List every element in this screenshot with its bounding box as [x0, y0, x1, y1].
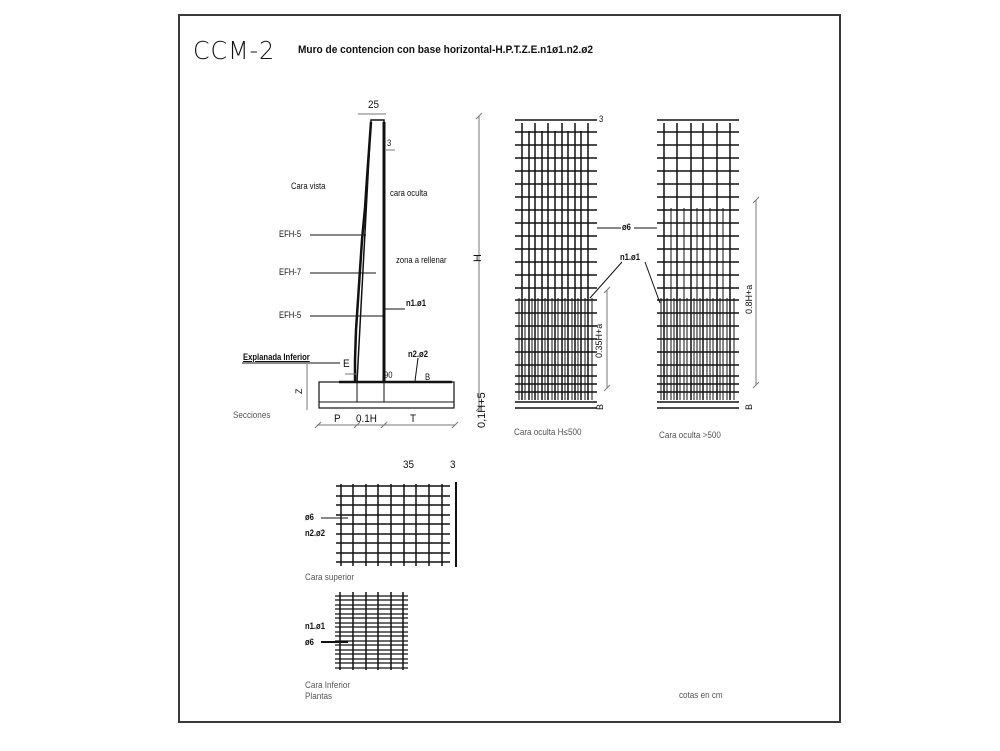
dim-top-cover: 3 [599, 114, 604, 124]
dim-B-right: B [744, 403, 754, 410]
label-phi6-bottom: ø6 [305, 637, 314, 647]
plan-top-grid [321, 482, 457, 567]
dim-B-left: B [595, 403, 605, 410]
label-face-hidden: cara oculta [390, 188, 428, 198]
dim-P: P [334, 413, 341, 425]
label-n1-elevation: n1.ø1 [620, 252, 640, 262]
label-efh-3: EFH-5 [279, 310, 302, 320]
label-phi6-elevation: ø6 [622, 222, 631, 232]
label-grade: Explanada Inferior [243, 352, 310, 362]
label-bar-n1: n1.ø1 [406, 298, 426, 308]
dim-01H5: 0,1H+5 [476, 392, 488, 428]
label-bar-n2: n2.ø2 [408, 349, 428, 359]
wall-section [242, 119, 455, 409]
label-n2-top: n2.ø2 [305, 528, 325, 538]
dim-3-plan: 3 [450, 459, 456, 471]
caption-plants: Plantas [305, 691, 333, 701]
plan-bottom-grid [321, 592, 408, 670]
label-face-visible: Cara vista [291, 181, 326, 191]
dim-H: H [472, 254, 484, 262]
elevation-dimension-lines [603, 196, 760, 392]
drawing-title: Muro de contencion con base horizontal-H… [298, 44, 594, 56]
caption-sections: Secciones [233, 410, 271, 420]
dim-35: 35 [403, 459, 415, 471]
section-dimension-lines [306, 112, 483, 429]
caption-elevation-right: Cara oculta >500 [659, 430, 721, 440]
label-phi6-top: ø6 [305, 512, 314, 522]
dim-035H: 0.35H+a [594, 323, 604, 358]
label-n1-bottom: n1.ø1 [305, 621, 325, 631]
label-efh-1: EFH-5 [279, 229, 302, 239]
dim-B-section: B [425, 372, 431, 382]
dim-top-width: 25 [368, 99, 380, 111]
label-fill-zone: zona a rellenar [396, 255, 447, 265]
label-efh-2: EFH-7 [279, 267, 302, 277]
dim-90: 90 [384, 370, 393, 380]
dim-Z: Z [294, 388, 304, 395]
dim-01H: 0.1H [356, 413, 377, 425]
dim-T: T [410, 413, 417, 425]
caption-plan-bottom: Cara Inferior [305, 680, 351, 690]
dim-08H: 0.8H+a [744, 284, 754, 314]
elevation-right-grid [634, 119, 739, 409]
units-note: cotas en cm [679, 690, 723, 700]
dim-E: E [343, 358, 350, 370]
caption-elevation-left: Cara oculta H≤500 [514, 427, 582, 437]
elevation-left-grid [515, 119, 623, 409]
dim-cover: 3 [387, 138, 392, 148]
drawing-code: CCM-2 [193, 36, 276, 65]
caption-plan-top: Cara superior [305, 572, 355, 582]
